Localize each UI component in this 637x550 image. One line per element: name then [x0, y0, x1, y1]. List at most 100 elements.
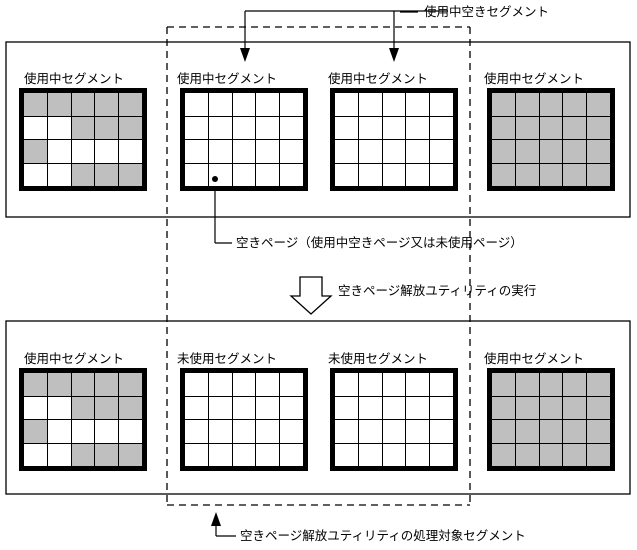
page-row [23, 442, 143, 467]
page-cell-used [23, 419, 48, 444]
page-row [23, 92, 143, 117]
page-cell-free [357, 395, 383, 420]
before-segment-2-grid[interactable] [180, 88, 308, 191]
page-cell-used [118, 115, 143, 140]
page-cell-free [381, 372, 407, 397]
page-cell-free [255, 395, 281, 420]
page-cell-used [514, 419, 540, 444]
page-cell-free [46, 395, 72, 420]
page-cell-free [255, 115, 281, 140]
page-cell-used [562, 115, 588, 140]
page-cell-used [70, 442, 96, 467]
page-cell-used [514, 115, 540, 140]
after-state-container [5, 320, 631, 495]
page-cell-used [538, 139, 564, 164]
page-cell-used [538, 115, 564, 140]
page-cell-free [334, 162, 359, 187]
page-cell-used [586, 162, 611, 187]
page-cell-free [334, 115, 359, 140]
page-cell-used [70, 162, 96, 187]
page-cell-used [118, 395, 143, 420]
page-row [184, 162, 304, 187]
page-cell-used [586, 395, 611, 420]
page-cell-used [491, 139, 516, 164]
page-cell-used [562, 372, 588, 397]
page-row [491, 372, 611, 397]
page-cell-used [491, 442, 516, 467]
page-cell-free [207, 115, 233, 140]
page-cell-used [562, 139, 588, 164]
page-cell-used [586, 139, 611, 164]
page-cell-free [118, 419, 143, 444]
page-row [334, 115, 454, 140]
page-cell-free [405, 115, 431, 140]
page-cell-used [118, 92, 143, 117]
after-segment-2-grid[interactable] [180, 368, 308, 471]
page-cell-free [184, 442, 209, 467]
page-cell-free [255, 92, 281, 117]
page-cell-used [70, 92, 96, 117]
page-cell-free [255, 162, 281, 187]
page-cell-free [46, 139, 72, 164]
after-segment-4-grid[interactable] [487, 368, 615, 471]
page-cell-free [279, 115, 304, 140]
page-cell-free [46, 442, 72, 467]
page-cell-free [184, 115, 209, 140]
page-cell-used [514, 395, 540, 420]
page-cell-free [381, 139, 407, 164]
page-cell-used [586, 115, 611, 140]
page-cell-free [231, 419, 257, 444]
page-cell-free [429, 115, 454, 140]
page-cell-free [207, 372, 233, 397]
page-cell-free [405, 92, 431, 117]
page-cell-used [514, 162, 540, 187]
page-cell-free [231, 442, 257, 467]
page-cell-free [255, 372, 281, 397]
page-cell-free [184, 162, 209, 187]
page-cell-free [429, 162, 454, 187]
page-cell-free [255, 139, 281, 164]
page-cell-free [231, 92, 257, 117]
page-row [334, 92, 454, 117]
page-cell-free [46, 115, 72, 140]
page-cell-used [514, 92, 540, 117]
page-cell-used [538, 442, 564, 467]
page-cell-free [279, 419, 304, 444]
page-cell-free [405, 162, 431, 187]
page-cell-free [207, 162, 233, 187]
after-segment-4-title: 使用中セグメント [484, 352, 585, 366]
page-cell-used [586, 92, 611, 117]
after-segment-1-grid[interactable] [19, 368, 147, 471]
page-cell-free [357, 419, 383, 444]
before-segment-4-grid[interactable] [487, 88, 615, 191]
page-row [184, 115, 304, 140]
before-segment-1-grid[interactable] [19, 88, 147, 191]
page-cell-used [94, 162, 120, 187]
page-row [334, 442, 454, 467]
page-cell-free [184, 395, 209, 420]
page-row [23, 419, 143, 444]
page-cell-free [207, 442, 233, 467]
page-cell-free [357, 442, 383, 467]
page-cell-free [118, 139, 143, 164]
before-segment-4-title: 使用中セグメント [484, 72, 585, 86]
page-cell-free [231, 395, 257, 420]
page-row [334, 419, 454, 444]
free-page-label: 空きページ（使用中空きページ又は未使用ページ） [236, 236, 523, 250]
page-cell-used [562, 395, 588, 420]
page-cell-free [405, 442, 431, 467]
page-cell-free [334, 139, 359, 164]
page-cell-used [23, 92, 48, 117]
page-cell-used [514, 372, 540, 397]
page-cell-free [381, 442, 407, 467]
page-cell-free [231, 162, 257, 187]
before-state-container [5, 41, 631, 218]
page-row [184, 419, 304, 444]
page-cell-used [538, 395, 564, 420]
page-cell-free [207, 419, 233, 444]
page-cell-used [94, 115, 120, 140]
utility-execution-arrow [289, 276, 333, 315]
after-segment-3-grid[interactable] [330, 368, 458, 471]
before-segment-3-grid[interactable] [330, 88, 458, 191]
